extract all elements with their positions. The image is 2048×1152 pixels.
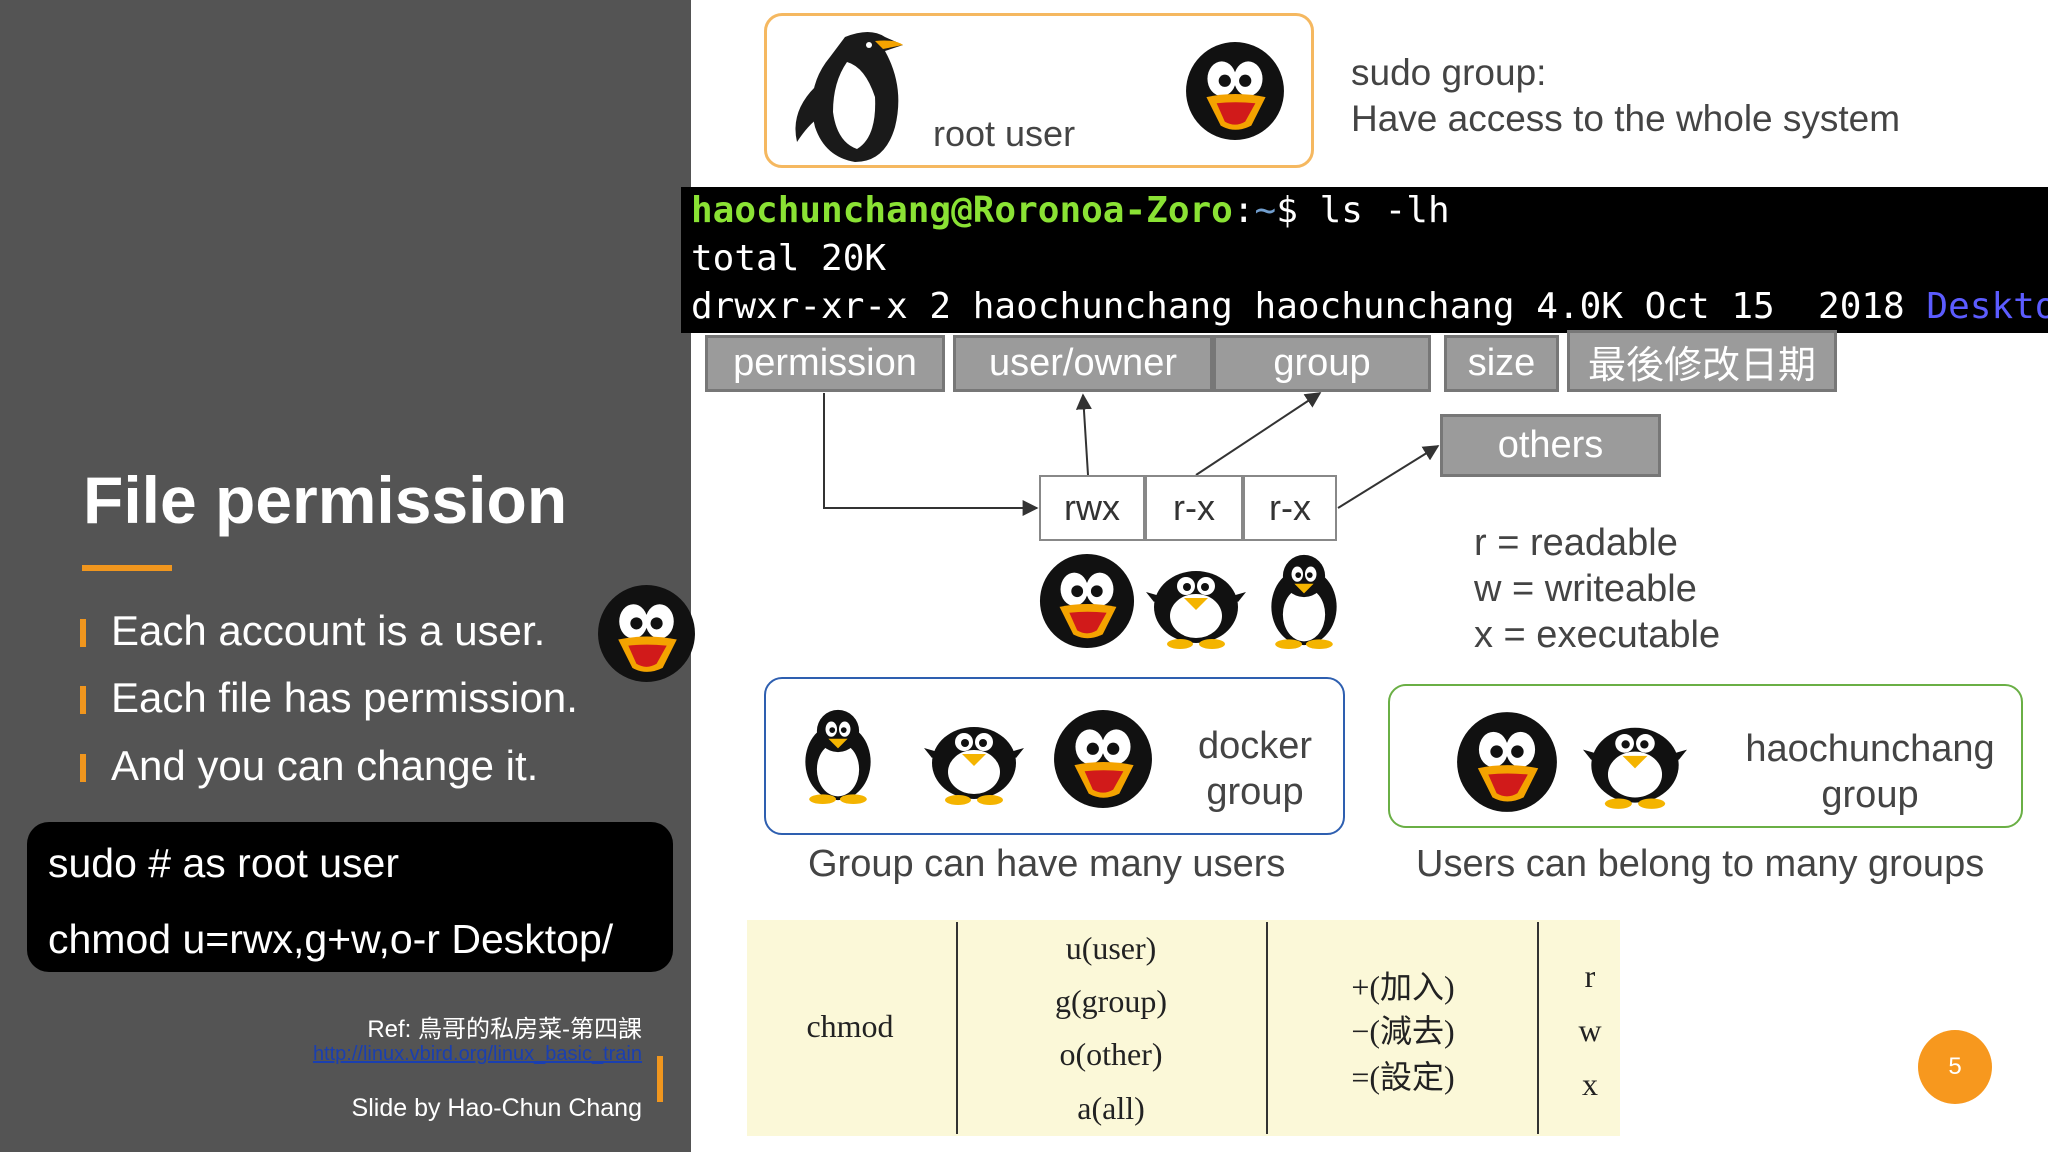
prompt-user: haochunchang@Roronoa-Zoro [691, 190, 1233, 231]
page-number-badge: 5 [1918, 1030, 1992, 1104]
table-cell-perm: x [1582, 1066, 1598, 1102]
column-size: size [1444, 335, 1559, 392]
table-cell-op: −(減去) [1351, 1013, 1455, 1049]
root-user-label: root user [933, 113, 1076, 154]
penguin-face-icon [1052, 708, 1154, 810]
legend-executable: x = executable [1474, 614, 1721, 656]
perm-others: r-x [1243, 475, 1337, 541]
sudo-group-title: sudo group: [1351, 52, 1547, 93]
table-cell-op: =(設定) [1351, 1059, 1455, 1095]
penguin-body-icon [1256, 550, 1352, 652]
table-cell-who: o(other) [1059, 1036, 1163, 1072]
reference-link[interactable]: http://linux.vbird.org/linux_basic_train [312, 1043, 642, 1065]
table-divider [1266, 922, 1268, 1134]
column-permission: permission [705, 335, 945, 392]
haochunchang-group-box [1388, 684, 2023, 828]
bullet-text: Each account is a user. [111, 607, 546, 654]
legend-writeable: w = writeable [1474, 568, 1697, 610]
reference-text: Ref: 鳥哥的私房菜-第四課 [367, 1016, 642, 1043]
listing-text: drwxr-xr-x 2 haochunchang haochunchang 4… [691, 286, 1927, 327]
bullet-item: Each file has permission. [80, 674, 578, 722]
column-modified-date: 最後修改日期 [1567, 330, 1837, 392]
caption-users-groups: Users can belong to many groups [1416, 843, 1985, 885]
table-cell-who: a(all) [1077, 1090, 1145, 1126]
command-box [27, 822, 673, 972]
accent-bar [657, 1056, 663, 1102]
others-box: others [1440, 414, 1661, 477]
table-cell-who: g(group) [1055, 983, 1167, 1019]
table-cell-perm: w [1578, 1012, 1602, 1048]
bullet-text: Each file has permission. [111, 674, 578, 721]
column-user-owner: user/owner [953, 335, 1213, 392]
bullet-item: Each account is a user. [80, 607, 545, 655]
prompt-colon: : [1232, 190, 1255, 231]
table-cell-who: u(user) [1065, 930, 1157, 966]
perm-user: rwx [1039, 475, 1145, 541]
slide-title: File permission [83, 463, 568, 537]
legend-readable: r = readable [1474, 522, 1678, 564]
table-cell-op: +(加入) [1351, 969, 1455, 1005]
table-cell-perm: r [1584, 958, 1596, 994]
command-line: chmod u=rwx,g+w,o-r Desktop/ [48, 916, 614, 962]
prompt-path: ~ [1254, 190, 1277, 231]
table-divider [1537, 922, 1539, 1134]
terminal-listing-line: drwxr-xr-x 2 haochunchang haochunchang 4… [691, 286, 2048, 327]
penguin-wide-icon [1134, 552, 1258, 652]
table-cell-chmod: chmod [806, 1008, 894, 1044]
table-divider [956, 922, 958, 1134]
penguin-face-icon [1038, 552, 1136, 650]
docker-group-box [764, 677, 1345, 835]
terminal-total-line: total 20K [691, 238, 887, 279]
terminal-prompt-line: haochunchang@Roronoa-Zoro:~$ ls -lh [691, 190, 1450, 231]
penguin-wide-icon [1572, 708, 1698, 812]
terminal-output [681, 187, 2048, 333]
slide-credit: Slide by Hao-Chun Chang [351, 1094, 642, 1122]
listing-dir: Desktop [1926, 286, 2048, 327]
caption-group-users: Group can have many users [808, 843, 1286, 885]
chmod-table [747, 920, 1620, 1136]
sudo-group-description: Have access to the whole system [1351, 98, 1901, 139]
prompt-command: $ ls -lh [1276, 190, 1450, 231]
title-underline [82, 565, 172, 571]
penguin-wide-icon [912, 708, 1036, 808]
penguin-face-icon [1455, 710, 1559, 814]
bullet-text: And you can change it. [111, 742, 539, 789]
penguin-body-icon [790, 708, 886, 804]
column-group: group [1213, 335, 1431, 392]
emperor-penguin-icon [795, 32, 903, 162]
command-line: sudo # as root user [48, 840, 399, 886]
perm-group: r-x [1145, 475, 1243, 541]
bullet-item: And you can change it. [80, 742, 538, 790]
